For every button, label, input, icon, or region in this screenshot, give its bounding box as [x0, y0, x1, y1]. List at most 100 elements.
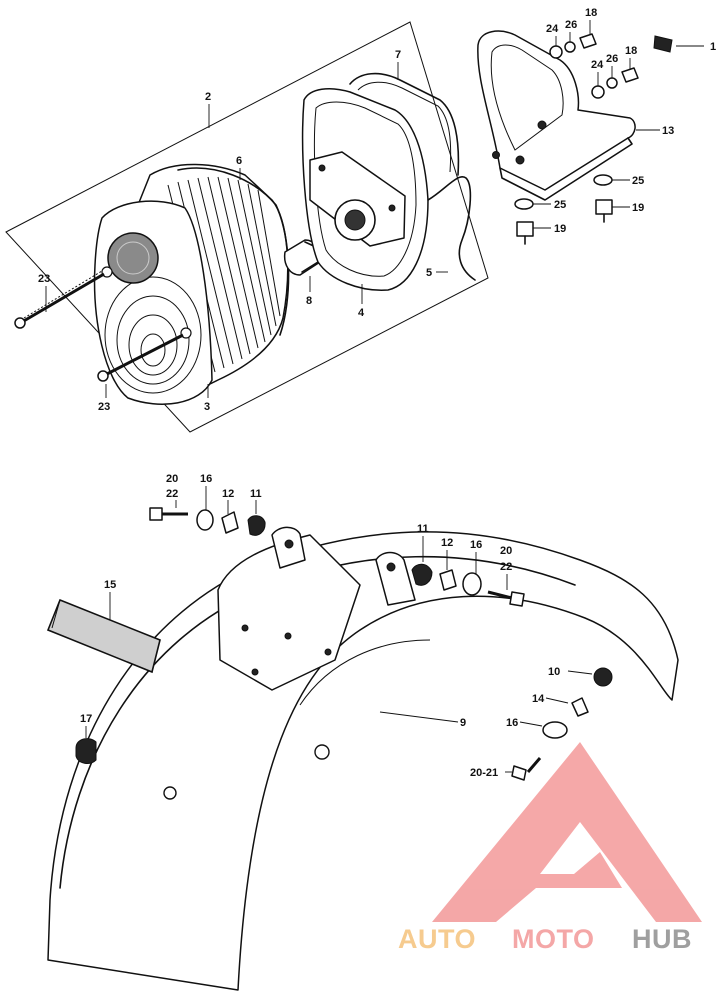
label-9: 9 — [460, 717, 466, 729]
washer-25a — [593, 174, 613, 186]
plate-mount-hole-1 — [241, 624, 249, 632]
collar-12a — [221, 511, 239, 534]
plate-hole-2 — [388, 204, 396, 212]
base-gasket — [349, 72, 460, 176]
plate-mount-hole-4 — [251, 668, 259, 676]
label-22-right: 22 — [500, 561, 512, 573]
label-24-lower: 24 — [591, 59, 604, 71]
bolt-19b — [516, 221, 534, 237]
watermark-auto: AUTO — [398, 924, 476, 954]
rear-fender — [47, 526, 679, 991]
grommet-11a — [247, 515, 266, 536]
washer-24b — [591, 85, 605, 99]
bracket-flange — [499, 137, 633, 201]
label-8: 8 — [306, 295, 312, 307]
base-gasket-inner — [357, 81, 452, 173]
part-1-grommet — [653, 35, 673, 53]
watermark-hub: HUB — [632, 924, 692, 954]
label-1: 1 — [710, 41, 716, 53]
washer-25b — [514, 198, 534, 210]
lens-screw-hole-upper — [101, 266, 113, 278]
label-20-left: 20 — [166, 473, 178, 485]
label-4: 4 — [358, 307, 365, 319]
label-20-21: 20-21 — [470, 767, 498, 779]
lamp-base-inner — [313, 101, 417, 277]
washer-16c — [542, 721, 568, 739]
bracket-fasteners — [514, 33, 673, 245]
label-19-right: 19 — [632, 202, 644, 214]
lockwasher-26a — [564, 41, 576, 53]
plate-mount-hole-2 — [284, 632, 292, 640]
mount-tab-right — [375, 551, 416, 606]
lens-ring-1 — [104, 276, 202, 394]
lens-ring-3 — [128, 314, 178, 376]
label-26-upper: 26 — [565, 19, 577, 31]
lens-screw-hole-lower — [180, 327, 192, 339]
label-25-left: 25 — [554, 199, 566, 211]
fender-hole-2 — [314, 744, 330, 760]
label-5: 5 — [426, 267, 432, 279]
label-25-right: 25 — [632, 175, 644, 187]
bracket-body — [477, 30, 636, 191]
bracket-hole-3 — [492, 151, 500, 159]
taillight-assembly — [5, 21, 489, 433]
part-labels: 1 18 26 24 18 26 24 13 25 19 25 19 2 7 6… — [38, 7, 716, 779]
bolt-18b — [621, 67, 639, 83]
fender-hole-1 — [163, 786, 177, 800]
label-3: 3 — [204, 401, 210, 413]
gasket-outline — [177, 167, 290, 336]
lamp-lens — [93, 200, 213, 405]
label-6: 6 — [236, 155, 242, 167]
bolt-20a — [149, 507, 163, 521]
lockwasher-26b — [606, 77, 618, 89]
wire-harness — [427, 176, 476, 281]
washer-24a — [549, 45, 563, 59]
collar-12b — [439, 569, 457, 591]
reflector-inner — [116, 241, 150, 275]
label-26-lower: 26 — [606, 53, 618, 65]
grommet-10 — [593, 667, 613, 687]
taillight-bracket — [477, 30, 636, 201]
bracket-inner — [490, 44, 564, 151]
watermark-triangle — [432, 742, 702, 922]
lens-ring-4 — [140, 333, 166, 367]
label-20-right: 20 — [500, 545, 512, 557]
label-23-lower: 23 — [98, 401, 110, 413]
reflector-15 — [46, 598, 161, 674]
watermark-moto: MOTO — [512, 924, 595, 954]
cap-17 — [75, 738, 97, 764]
label-12-right: 12 — [441, 537, 453, 549]
bolt-20b — [509, 591, 525, 607]
label-12-left: 12 — [222, 488, 234, 500]
label-19-left: 19 — [554, 223, 566, 235]
fender-inner-rib — [299, 639, 431, 706]
label-24-upper: 24 — [546, 23, 559, 35]
mount-plate — [309, 151, 406, 247]
reflector-circle — [107, 232, 159, 284]
label-11-left: 11 — [250, 488, 262, 500]
bracket-hole-2 — [515, 155, 525, 165]
watermark-logo: AUTO MOTO HUB — [398, 742, 702, 954]
label-17: 17 — [80, 713, 92, 725]
label-11-right: 11 — [417, 523, 429, 535]
label-23-upper: 23 — [38, 273, 50, 285]
collar-14 — [571, 697, 589, 717]
label-18-upper: 18 — [585, 7, 597, 19]
bolt-18a — [579, 33, 597, 49]
label-16-right: 16 — [470, 539, 482, 551]
socket-core — [344, 209, 366, 231]
plate-hole-1 — [318, 164, 326, 172]
lens-screw-upper — [14, 270, 105, 329]
label-14: 14 — [532, 693, 545, 705]
label-16-lower: 16 — [506, 717, 518, 729]
label-7: 7 — [395, 49, 401, 61]
plate-mount-hole-3 — [324, 648, 332, 656]
label-22-left: 22 — [166, 488, 178, 500]
label-18-lower: 18 — [625, 45, 637, 57]
leader-lines — [45, 20, 704, 773]
lens-ring-2 — [116, 295, 190, 385]
lens-screw-lower — [97, 333, 184, 382]
grommet-11b — [411, 563, 433, 586]
label-16-left: 16 — [200, 473, 212, 485]
